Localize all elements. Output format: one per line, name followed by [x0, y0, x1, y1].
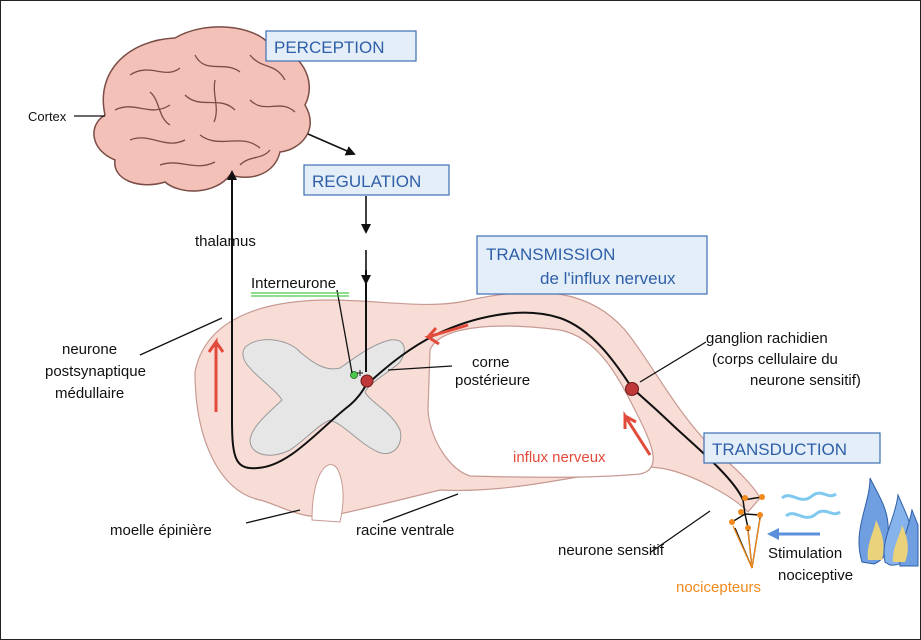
transmission-label: TRANSMISSION	[486, 245, 615, 264]
regulation-label: REGULATION	[312, 172, 421, 191]
ganglion-cell-body	[626, 383, 639, 396]
nocicepteurs-label: nocicepteurs	[676, 579, 761, 596]
cortex-label: Cortex	[28, 109, 67, 124]
stimulation-label-2: nociceptive	[778, 567, 853, 584]
racine-ventrale-label: racine ventrale	[356, 522, 454, 539]
transmission-sublabel: de l'influx nerveux	[540, 269, 676, 288]
stage-transduction: TRANSDUCTION	[704, 433, 880, 463]
influx-nerveux-label: influx nerveux	[513, 449, 606, 466]
neurone-postsynaptique-label-1: neurone	[62, 341, 117, 358]
stage-regulation: REGULATION	[304, 165, 449, 195]
stage-transmission: TRANSMISSION de l'influx nerveux	[477, 236, 707, 294]
heat-waves	[782, 493, 840, 517]
neurone-sensitif-label: neurone sensitif	[558, 542, 665, 559]
stimulation-label-1: Stimulation	[768, 545, 842, 562]
stage-perception: PERCEPTION	[266, 31, 416, 61]
ganglion-label-3: neurone sensitif)	[750, 372, 861, 389]
ganglion-label-1: ganglion rachidien	[706, 330, 828, 347]
neurone-postsynaptique-label-3: médullaire	[55, 385, 124, 402]
ganglion-label-2: (corps cellulaire du	[712, 351, 838, 368]
perception-label: PERCEPTION	[274, 38, 385, 57]
dorsal-horn-synapse	[361, 375, 373, 387]
corne-label-2: postérieure	[455, 372, 530, 389]
interneurone-label: Interneurone	[251, 275, 336, 292]
thalamus-label: thalamus	[195, 233, 256, 250]
flame-icon	[859, 478, 918, 566]
corne-label-1: corne	[472, 354, 510, 371]
moelle-epiniere-label: moelle épinière	[110, 522, 212, 539]
transduction-label: TRANSDUCTION	[712, 440, 847, 459]
spinal-cord	[195, 292, 760, 522]
neurone-postsynaptique-label-2: postsynaptique	[45, 363, 146, 380]
